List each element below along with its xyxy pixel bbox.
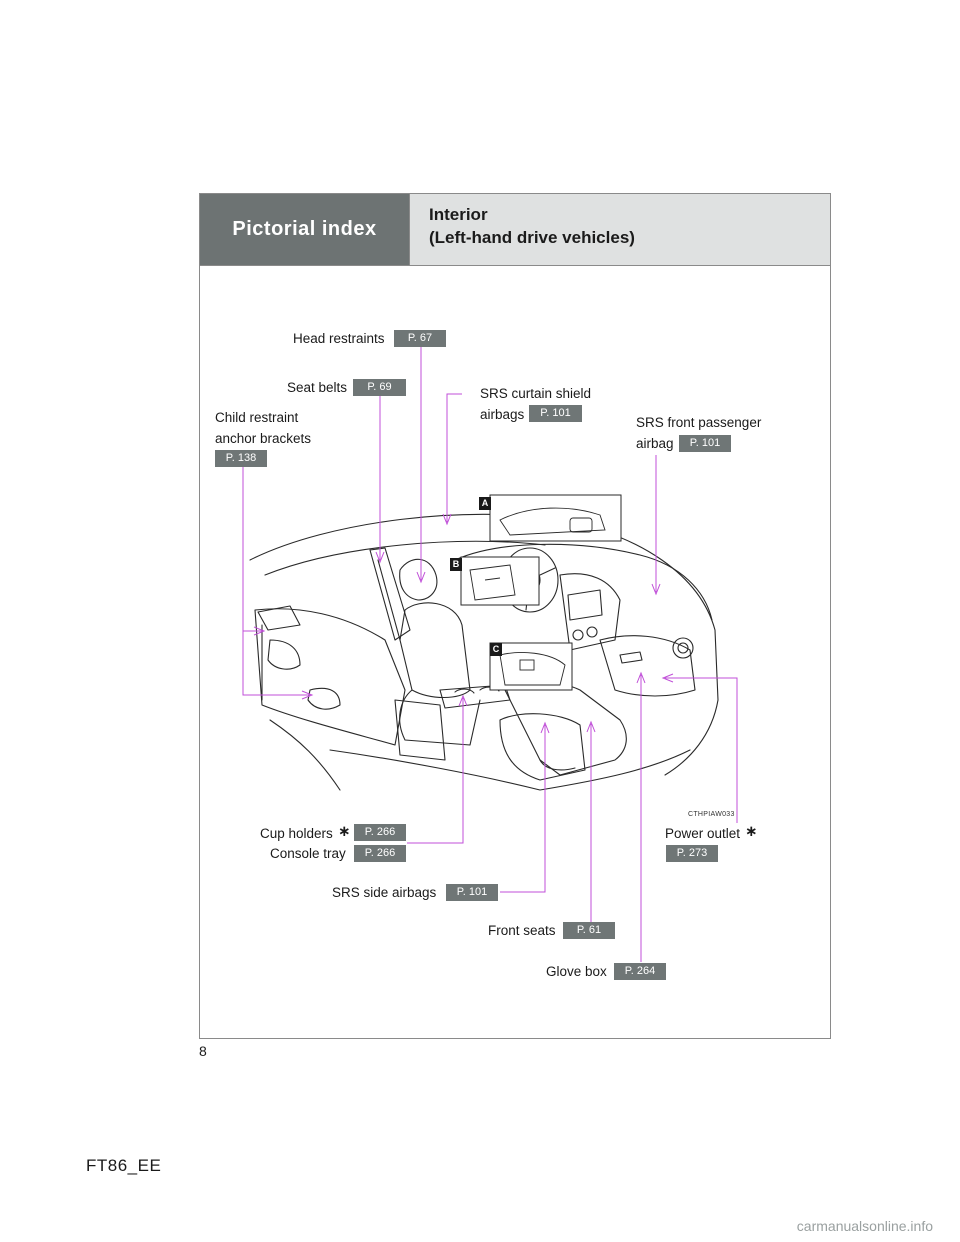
illustration-code: CTHPIAW033	[688, 811, 735, 818]
callout-lines	[242, 346, 738, 962]
car-interior-drawing	[249, 513, 719, 791]
srs-front-passenger-label-line1: SRS front passenger	[636, 415, 762, 430]
child-restraint-page-link[interactable]: P. 138	[215, 450, 267, 467]
console-tray-page-link[interactable]: P. 266	[354, 845, 406, 862]
console-tray-label: Console tray	[270, 846, 346, 861]
srs-side-label: SRS side airbags	[332, 885, 437, 900]
power-outlet-label: Power outlet	[665, 826, 741, 841]
glove-box-page-link[interactable]: P. 264	[614, 963, 666, 980]
inset-c-tag: C	[490, 643, 502, 656]
inset-boxes	[460, 494, 622, 691]
front-seats-label: Front seats	[488, 923, 556, 938]
inset-details	[469, 507, 606, 686]
child-restraint-label-line2: anchor brackets	[215, 431, 312, 446]
child-restraint-label-line1: Child restraint	[215, 410, 299, 425]
cup-holders-label: Cup holders	[260, 826, 333, 841]
power-outlet-asterisk: ∗	[745, 823, 758, 840]
page-number: 8	[199, 1043, 207, 1059]
title-line-1: Interior	[429, 205, 488, 224]
head-restraints-label: Head restraints	[293, 331, 385, 346]
glove-box-label: Glove box	[546, 964, 607, 979]
inset-a-box	[489, 494, 622, 542]
section-tab: Pictorial index	[200, 194, 409, 265]
watermark: carmanualsonline.info	[796, 1218, 933, 1234]
srs-curtain-label-line1: SRS curtain shield	[480, 386, 592, 401]
srs-side-page-link[interactable]: P. 101	[446, 884, 498, 901]
seat-belts-page-link[interactable]: P. 69	[353, 379, 406, 396]
page-header-title: Interior (Left-hand drive vehicles)	[409, 194, 830, 265]
inset-b-tag: B	[450, 558, 462, 571]
seat-belts-label: Seat belts	[287, 380, 348, 395]
page-frame: Pictorial index Interior (Left-hand driv…	[199, 193, 831, 1039]
cup-holders-page-link[interactable]: P. 266	[354, 824, 406, 841]
srs-curtain-label-line2: airbags	[480, 407, 525, 422]
power-outlet-page-link[interactable]: P. 273	[666, 845, 718, 862]
head-restraints-page-link[interactable]: P. 67	[394, 330, 446, 347]
header-divider	[200, 265, 830, 266]
srs-curtain-page-link[interactable]: P. 101	[529, 405, 582, 422]
inset-a-tag: A	[479, 497, 491, 510]
inset-c-box	[489, 642, 573, 691]
front-seats-page-link[interactable]: P. 61	[563, 922, 615, 939]
title-line-2: (Left-hand drive vehicles)	[429, 228, 635, 247]
srs-front-passenger-page-link[interactable]: P. 101	[679, 435, 731, 452]
srs-front-passenger-label-line2: airbag	[636, 436, 674, 451]
cup-holders-asterisk: ∗	[338, 823, 351, 840]
document-code: FT86_EE	[86, 1156, 162, 1175]
